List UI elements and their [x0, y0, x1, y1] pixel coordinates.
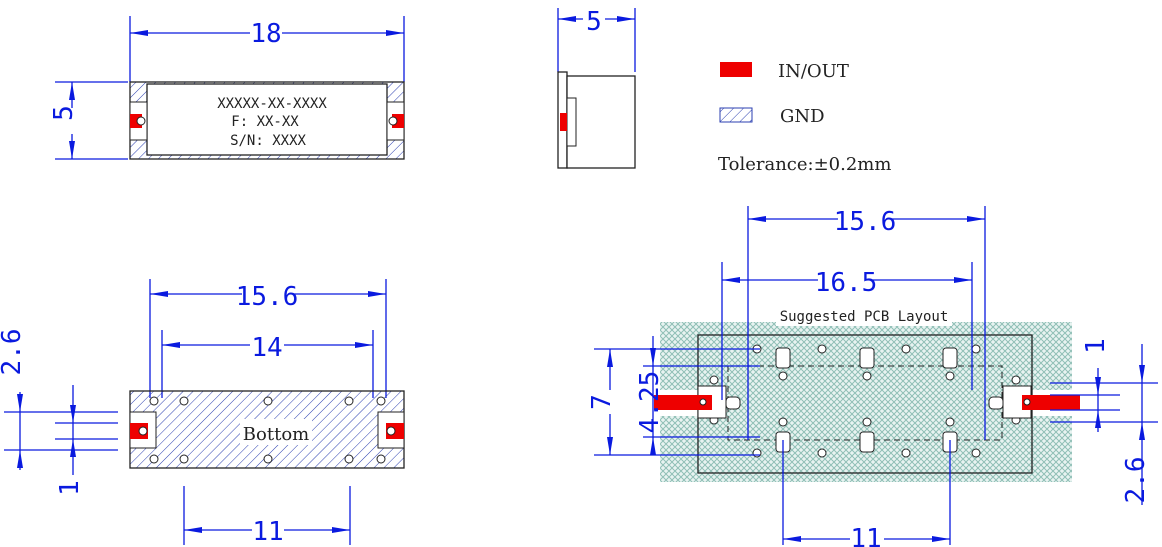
pcb-dim-16-5: 16.5: [721, 262, 973, 400]
marking-line-3: S/N: XXXX: [230, 133, 306, 149]
top-width-dimension: 18: [129, 16, 405, 82]
legend-gnd-label: GND: [780, 106, 825, 127]
side-thickness-label: 5: [586, 7, 602, 37]
pcb-dim-16-5-label: 16.5: [815, 268, 878, 298]
tolerance-note: Tolerance:±0.2mm: [718, 154, 891, 175]
pcb-dim-4-25: 4.25: [635, 336, 760, 455]
legend-io-label: IN/OUT: [778, 61, 849, 82]
pcb-right-io-trace: [1022, 395, 1080, 410]
pcb-layout: Suggested PCB Layout: [587, 205, 1158, 547]
top-width-label: 18: [250, 19, 281, 49]
bottom-dim-15-6-label: 15.6: [236, 282, 299, 312]
top-view: 18 5 XXXXX-XX-XXXX F: XX-XX S/N: XXXX: [49, 16, 405, 160]
pcb-dim-7-label: 7: [587, 394, 617, 410]
top-height-label: 5: [49, 105, 79, 121]
pcb-dim-4-25-label: 4.25: [635, 371, 665, 434]
top-height-dimension: 5: [49, 81, 128, 160]
bottom-pin-dims: 2.6 1: [0, 329, 118, 496]
bottom-dim-14-label: 14: [251, 333, 282, 363]
pcb-dim-2-6: 2.6: [1050, 344, 1158, 505]
pcb-dim-11: 11: [782, 440, 951, 547]
bottom-dim-11: 11: [183, 486, 351, 547]
bottom-dim-15-6: 15.6: [149, 279, 387, 398]
legend: IN/OUT GND Tolerance:±0.2mm: [718, 61, 891, 175]
side-io-pin: [560, 113, 567, 131]
pcb-dim-7: 7: [587, 348, 760, 456]
side-thickness-dimension: 5: [557, 4, 636, 72]
pcb-dim-11-label: 11: [850, 524, 881, 547]
marking-line-2: F: XX-XX: [231, 114, 299, 130]
pcb-dim-1: 1: [1050, 338, 1120, 432]
legend-io-swatch: [720, 62, 752, 77]
pcb-dim-2-6-label: 2.6: [1121, 457, 1151, 504]
bottom-pin-height-label: 2.6: [0, 329, 27, 376]
top-label-area: [146, 83, 388, 156]
pcb-dim-1-label: 1: [1081, 338, 1111, 354]
pcb-title: Suggested PCB Layout: [780, 309, 949, 325]
side-view: 5: [557, 4, 636, 169]
bottom-pin-width-label: 1: [55, 480, 85, 496]
bottom-dim-14: 14: [161, 330, 374, 398]
legend-gnd-swatch: [719, 107, 753, 123]
pcb-dim-15-6-label: 15.6: [834, 207, 897, 237]
pcb-left-io-trace: [654, 395, 712, 410]
pcb-dim-15-6: 15.6: [747, 205, 986, 440]
bottom-view: 15.6 14 Bottom: [0, 279, 405, 547]
bottom-dim-11-label: 11: [252, 517, 283, 547]
marking-line-1: XXXXX-XX-XXXX: [217, 96, 327, 112]
bottom-label: Bottom: [243, 424, 309, 445]
